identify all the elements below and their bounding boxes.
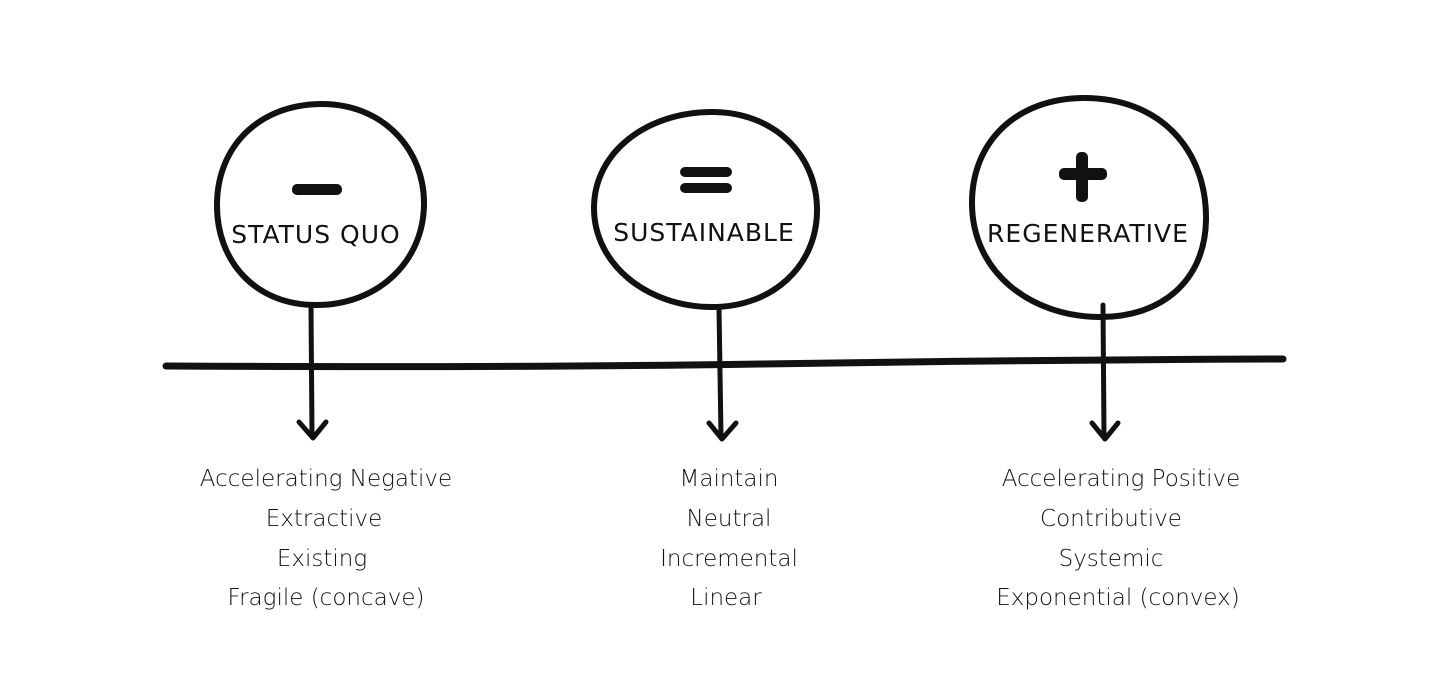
- sustainable-descriptor-3: Incremental: [660, 546, 798, 572]
- status-quo-descriptor-4: Fragile (concave): [228, 585, 425, 611]
- equals-symbol-bottom: [680, 183, 732, 193]
- regenerative-circle: [969, 94, 1210, 321]
- spectrum-line: [162, 355, 1287, 371]
- sustainable-title: SUSTAINABLE: [613, 218, 795, 247]
- regenerative-connector: [1100, 302, 1107, 439]
- node-regenerative: REGENERATIVE Accelerating Positive Contr…: [969, 94, 1241, 611]
- regenerative-arrowhead: [1089, 420, 1121, 442]
- equals-symbol-top: [680, 167, 732, 177]
- status-quo-arrowhead: [296, 419, 329, 441]
- status-quo-connector: [308, 303, 315, 438]
- regenerative-title: REGENERATIVE: [987, 219, 1189, 248]
- sustainable-descriptor-4: Linear: [690, 585, 762, 611]
- sustainable-circle: [591, 109, 821, 310]
- regenerative-descriptor-4: Exponential (convex): [996, 585, 1240, 611]
- sustainable-connector: [716, 305, 724, 439]
- status-quo-circle: [213, 100, 428, 308]
- status-quo-descriptor-1: Accelerating Negative: [200, 466, 452, 492]
- sustainable-arrowhead: [706, 420, 739, 442]
- regenerative-descriptor-3: Systemic: [1059, 546, 1164, 572]
- minus-symbol: [292, 184, 342, 195]
- sustainable-descriptor-2: Neutral: [687, 506, 772, 532]
- node-status-quo: STATUS QUO Accelerating Negative Extract…: [200, 100, 452, 611]
- status-quo-title: STATUS QUO: [231, 220, 400, 249]
- status-quo-descriptor-2: Extractive: [266, 506, 383, 532]
- regenerative-descriptor-1: Accelerating Positive: [1002, 466, 1241, 492]
- status-quo-descriptor-3: Existing: [277, 546, 367, 572]
- plus-symbol-horizontal: [1059, 168, 1107, 180]
- node-sustainable: SUSTAINABLE Maintain Neutral Incremental…: [591, 109, 821, 611]
- regenerative-descriptor-2: Contributive: [1040, 506, 1182, 532]
- sustainable-descriptor-1: Maintain: [680, 466, 779, 492]
